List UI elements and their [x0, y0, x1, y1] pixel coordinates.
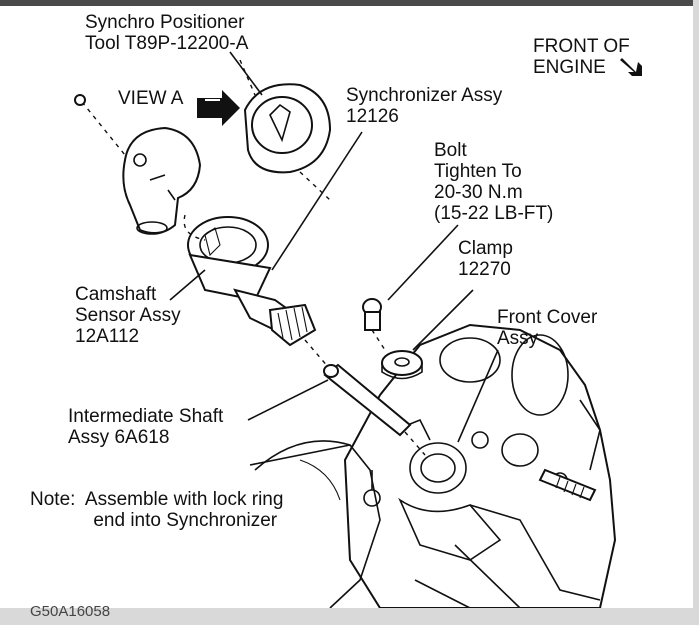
- front-of-engine-label: FRONT OF ENGINE: [533, 36, 630, 78]
- view-a-arrow: [197, 90, 240, 126]
- front-cover-label: Front Cover Assy: [497, 307, 598, 349]
- clamp: [381, 350, 423, 380]
- side-stud: [538, 468, 597, 502]
- camshaft-sensor-label: Camshaft Sensor Assy 12A112: [75, 284, 181, 347]
- intermediate-shaft-label: Intermediate Shaft Assy 6A618: [68, 406, 224, 448]
- camshaft-sensor: [74, 94, 202, 235]
- intermediate-shaft: [323, 363, 426, 456]
- bottom-border-bar: [0, 608, 699, 625]
- right-border-bar: [693, 0, 699, 625]
- front-cover-assembly: [343, 323, 617, 609]
- view-a-label: VIEW A: [118, 88, 184, 109]
- bolt-label: Bolt Tighten To 20-30 N.m (15-22 LB-FT): [434, 140, 554, 224]
- synchro-tool-label: Synchro Positioner Tool T89P-12200-A: [85, 12, 249, 54]
- synchro-positioner-tool: [239, 59, 332, 201]
- block-housing: [254, 440, 381, 609]
- assembly-note: Note: Assemble with lock ring end into S…: [30, 489, 284, 531]
- hold-down-bolt: [362, 298, 386, 351]
- clamp-label: Clamp 12270: [458, 238, 513, 280]
- synchronizer-assy-label: Synchronizer Assy 12126: [346, 85, 503, 127]
- synchronizer-body: [183, 214, 336, 376]
- leader-lines: [169, 51, 499, 466]
- arrow-down-right-icon: [620, 58, 642, 76]
- top-border-bar: [0, 0, 699, 6]
- figure-id: G50A16058: [30, 603, 110, 620]
